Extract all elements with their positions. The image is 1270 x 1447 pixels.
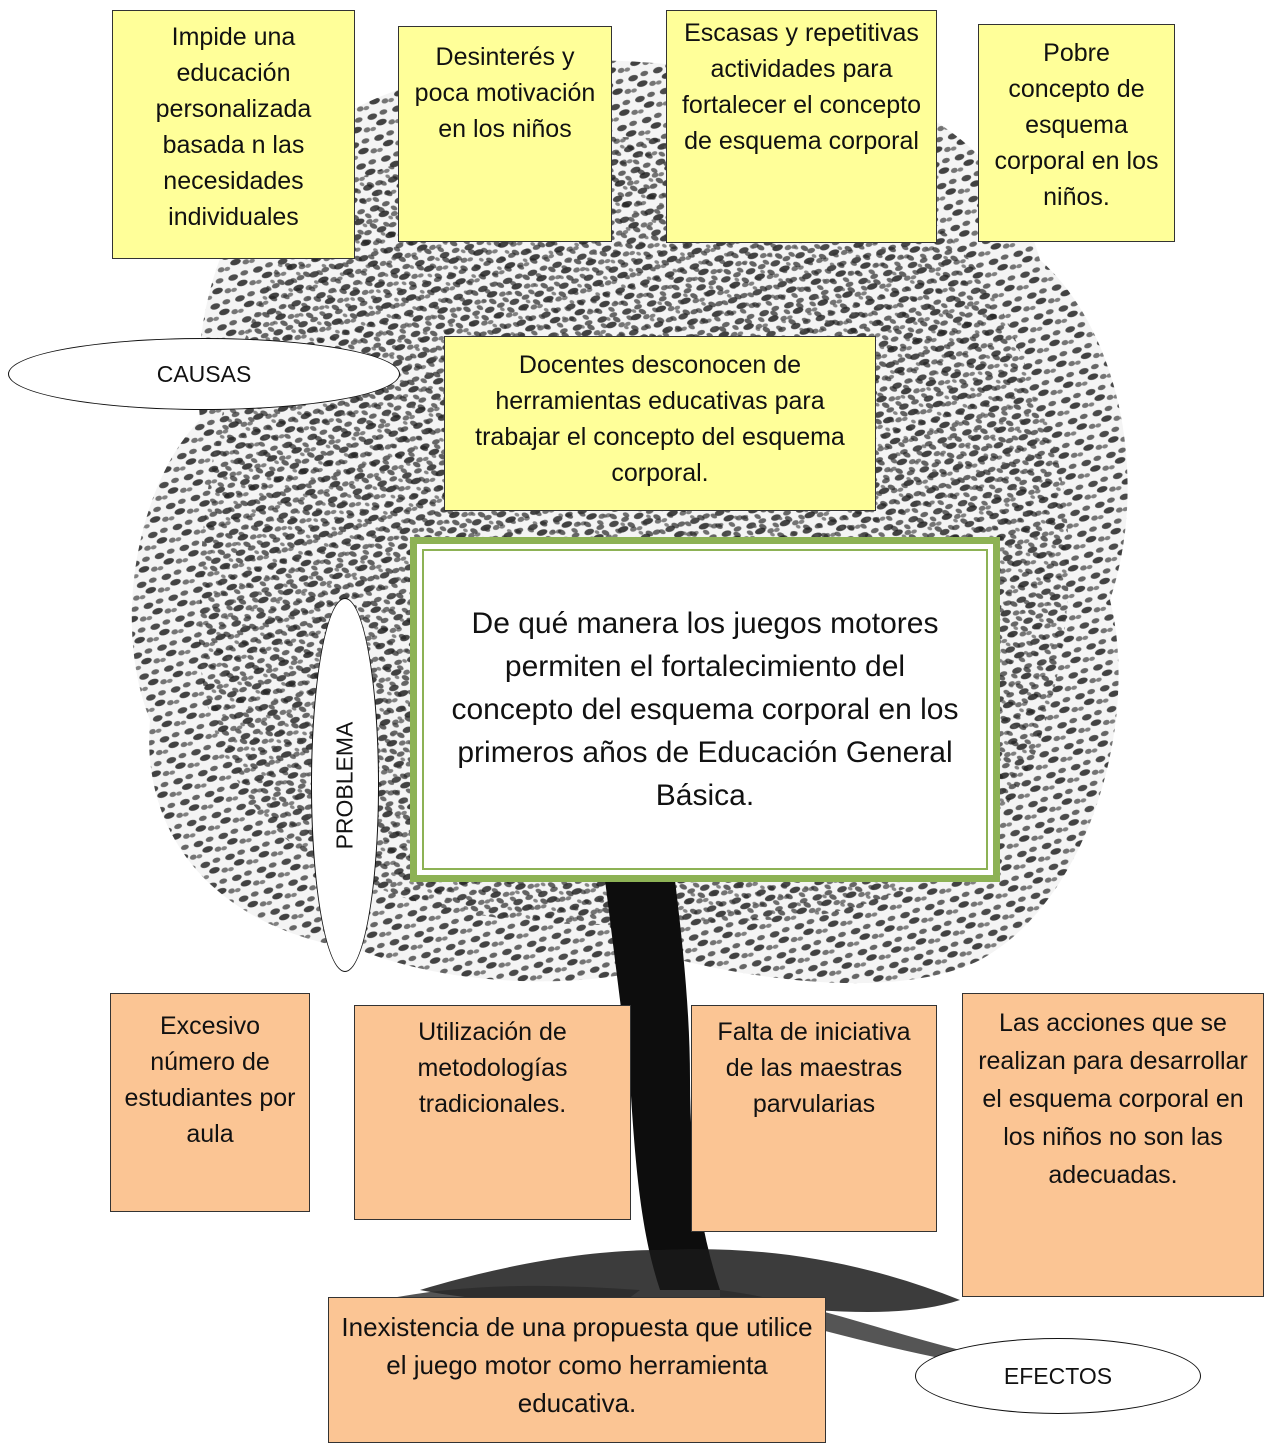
problema-label: PROBLEMA <box>331 721 358 849</box>
cause-text-docentes: Docentes desconocen de herramientas educ… <box>475 351 845 487</box>
cause-text-desinteres: Desinterés y poca motivación en los niño… <box>414 43 596 143</box>
causas-label: CAUSAS <box>156 360 252 387</box>
efectos-label: EFECTOS <box>1003 1362 1113 1389</box>
cause-box-pobre: Pobre concepto de esquema corporal en lo… <box>978 24 1175 242</box>
problema-label-oval: PROBLEMA <box>311 598 379 972</box>
cause-text-impide: Impide una educación personalizada basad… <box>155 23 312 231</box>
effect-text-excesivo: Excesivo número de estudiantes por aula <box>124 1012 296 1148</box>
effect-text-inexistencia: Inexistencia de una propuesta que utilic… <box>341 1312 813 1418</box>
efectos-label-oval: EFECTOS <box>915 1338 1201 1414</box>
effect-text-falta: Falta de iniciativa de las maestras parv… <box>717 1018 911 1118</box>
causas-label-oval: CAUSAS <box>8 338 400 410</box>
cause-text-pobre: Pobre concepto de esquema corporal en lo… <box>994 39 1159 211</box>
problem-box: De qué manera los juegos motores permite… <box>410 537 1000 882</box>
cause-box-impide: Impide una educación personalizada basad… <box>112 10 355 259</box>
effect-box-falta: Falta de iniciativa de las maestras parv… <box>691 1005 937 1232</box>
problem-text: De qué manera los juegos motores permite… <box>451 607 959 812</box>
cause-text-escasas: Escasas y repetitivas actividades para f… <box>681 19 922 155</box>
effect-box-utilizacion: Utilización de metodologías tradicionale… <box>354 1005 631 1220</box>
effect-box-acciones: Las acciones que se realizan para desarr… <box>962 993 1264 1297</box>
effect-box-inexistencia: Inexistencia de una propuesta que utilic… <box>328 1297 826 1443</box>
cause-box-docentes: Docentes desconocen de herramientas educ… <box>444 336 876 511</box>
effect-box-excesivo: Excesivo número de estudiantes por aula <box>110 993 310 1212</box>
effect-text-acciones: Las acciones que se realizan para desarr… <box>978 1009 1248 1189</box>
cause-box-escasas: Escasas y repetitivas actividades para f… <box>666 10 937 243</box>
effect-text-utilizacion: Utilización de metodologías tradicionale… <box>417 1018 568 1118</box>
cause-box-desinteres: Desinterés y poca motivación en los niño… <box>398 26 612 242</box>
